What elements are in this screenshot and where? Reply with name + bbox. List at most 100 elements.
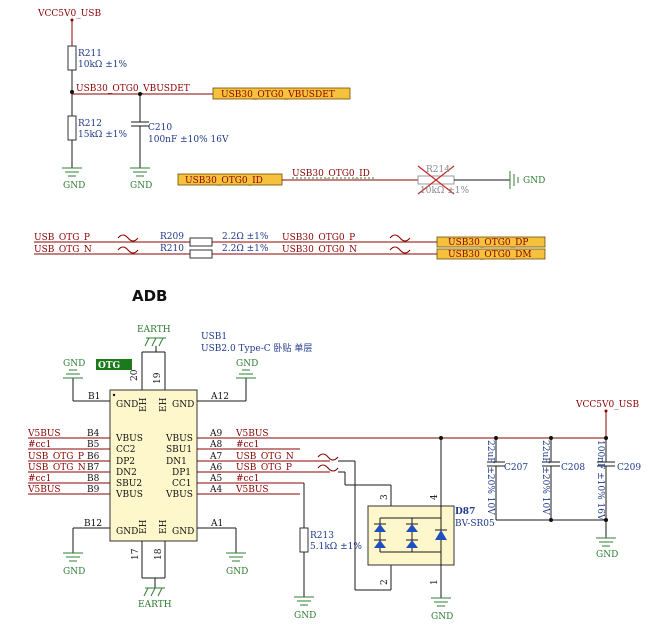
left-pins: V5BUS #cc1 USB_OTG_P USB_OTG_N #cc1 V5BU… [27, 429, 143, 500]
vbusdet-port-label: USB30_OTG0_VBUSDET [221, 90, 335, 100]
usb-otg-p-left: USB_OTG_P [34, 233, 90, 243]
c207-ref: C207 [504, 463, 528, 473]
gnd-label-a1: GND [226, 567, 248, 577]
vcc-right-label: VCC5V0_USB [575, 400, 639, 410]
b8-num: B8 [87, 474, 100, 484]
vbus-detect-section: VCC5V0_USB R211 10kΩ ±1% USB30_OTG0_VBUS… [37, 9, 545, 196]
a1-name: GND [172, 527, 194, 537]
b4-net: V5BUS [27, 429, 61, 439]
gnd-label-2: GND [130, 181, 152, 191]
b1-name: GND [116, 400, 138, 410]
gnd-symbol-a1 [226, 552, 246, 562]
earth-label-top: EARTH [137, 325, 171, 335]
usb-diff-pair-section: USB_OTG_P USB_OTG_N R209 R210 2.2Ω ±1% 2… [34, 232, 546, 260]
usb-otg-n-left: USB_OTG_N [34, 245, 92, 255]
eh-bot-left: EH [139, 519, 149, 534]
gnd-symbol-r214 [509, 171, 519, 189]
r213-value: 5.1kΩ ±1% [310, 542, 362, 552]
c207-value: 22uF ±20% 10V [485, 440, 495, 515]
r211-body [67, 45, 77, 71]
a12-name: GND [172, 400, 194, 410]
d87-pin-4: 4 [430, 494, 440, 500]
b5-net: #cc1 [28, 440, 51, 450]
r210-value: 2.2Ω ±1% [222, 244, 269, 254]
gnd-symbol-d87 [431, 597, 451, 607]
vbusdet-net-label: USB30_OTG0_VBUSDET [76, 84, 190, 94]
r213-pulldown: R213 5.1kΩ ±1% GND [294, 483, 362, 621]
gnd-symbol-a12 [236, 369, 256, 379]
r211-value: 10kΩ ±1% [78, 60, 127, 70]
c208-value: 22uF ±20% 10V [540, 440, 550, 515]
a5-name: CC1 [172, 479, 192, 489]
usb1-ref: USB1 [201, 332, 227, 342]
dm-port-label: USB30_OTG0_DM [448, 250, 532, 260]
r212-value: 15kΩ ±1% [78, 130, 127, 140]
b1-num: B1 [88, 392, 100, 402]
otg0-p-net: USB30_OTG0_P [282, 233, 355, 243]
pin-20: 20 [130, 369, 140, 381]
r209-body [189, 237, 213, 247]
b8-net: #cc1 [28, 474, 51, 484]
otg0-n-net: USB30_OTG0_N [282, 245, 357, 255]
a7-num: A7 [209, 452, 222, 462]
c208-ref: C208 [561, 463, 585, 473]
earth-label-bottom: EARTH [138, 600, 172, 610]
d87-ref: D87 [455, 507, 475, 517]
a8-name: SBU1 [166, 445, 192, 455]
r211-ref: R211 [78, 49, 102, 59]
a4-name: VBUS [165, 490, 193, 500]
d87-tvs: D87 BV-SR05 3 4 2 1 GND [367, 436, 495, 622]
d87-part: BV-SR05 [455, 519, 495, 529]
eh-top-left: EH [139, 397, 149, 412]
gnd-label-1: GND [63, 181, 85, 191]
b7-num: B7 [87, 463, 100, 473]
dp-port [436, 236, 546, 248]
dm-port [436, 248, 546, 260]
earth-symbol-bottom [143, 587, 165, 597]
gnd-symbol-b1 [63, 369, 83, 379]
c209-value: 100nF ±10% 16V [595, 440, 605, 521]
b6-name: DP2 [116, 457, 135, 467]
b5-name: CC2 [116, 445, 136, 455]
earth-symbol-top [144, 337, 166, 347]
c209-ref: C209 [617, 463, 641, 473]
r210-body [189, 249, 213, 259]
gnd-label-a12: GND [236, 359, 258, 369]
b7-name: DN2 [116, 468, 137, 478]
d87-pin-1: 1 [430, 579, 440, 585]
usb1-body [109, 389, 198, 542]
tvs-diodes [374, 524, 447, 548]
section-title: ADB [132, 287, 168, 305]
right-pins: VBUS SBU1 DN1 DP1 CC1 VBUS A9 A8 A7 A6 A… [165, 429, 606, 591]
r209-ref: R209 [160, 232, 184, 242]
pin-19: 19 [153, 372, 163, 384]
gnd-symbol-r213 [294, 596, 314, 606]
b9-net: V5BUS [27, 485, 61, 495]
r212-ref: R212 [78, 119, 102, 129]
a6-num: A6 [209, 463, 222, 473]
a4-num: A4 [209, 485, 222, 495]
usb1-connector: EARTH 20 19 USB1 USB2.0 Type-C 卧贴 单层 OTG… [27, 325, 606, 610]
a9-name: VBUS [165, 434, 193, 444]
a8-num: A8 [209, 440, 222, 450]
eh-bot-right: EH [159, 519, 169, 534]
gnd-label-3: GND [523, 176, 545, 186]
r214-value: 10kΩ ±1% [420, 186, 469, 196]
a9-net: V5BUS [235, 429, 269, 439]
r213-ref: R213 [310, 531, 334, 541]
usb1-desc: USB2.0 Type-C 卧贴 单层 [201, 342, 312, 354]
r213-body [299, 527, 309, 553]
b12-num: B12 [84, 519, 102, 529]
a4-net: V5BUS [235, 485, 269, 495]
gnd-label-r213: GND [294, 611, 316, 621]
b12-name: GND [116, 527, 138, 537]
c210-ref: C210 [148, 123, 172, 133]
gnd-symbol-r212 [62, 167, 82, 177]
dp-port-label: USB30_OTG0_DP [448, 238, 528, 248]
a5-net: #cc1 [236, 474, 259, 484]
a6-net: USB_OTG_P [236, 463, 292, 473]
a1-num: A1 [210, 519, 223, 529]
b4-num: B4 [87, 429, 100, 439]
a8-net: #cc1 [236, 440, 259, 450]
